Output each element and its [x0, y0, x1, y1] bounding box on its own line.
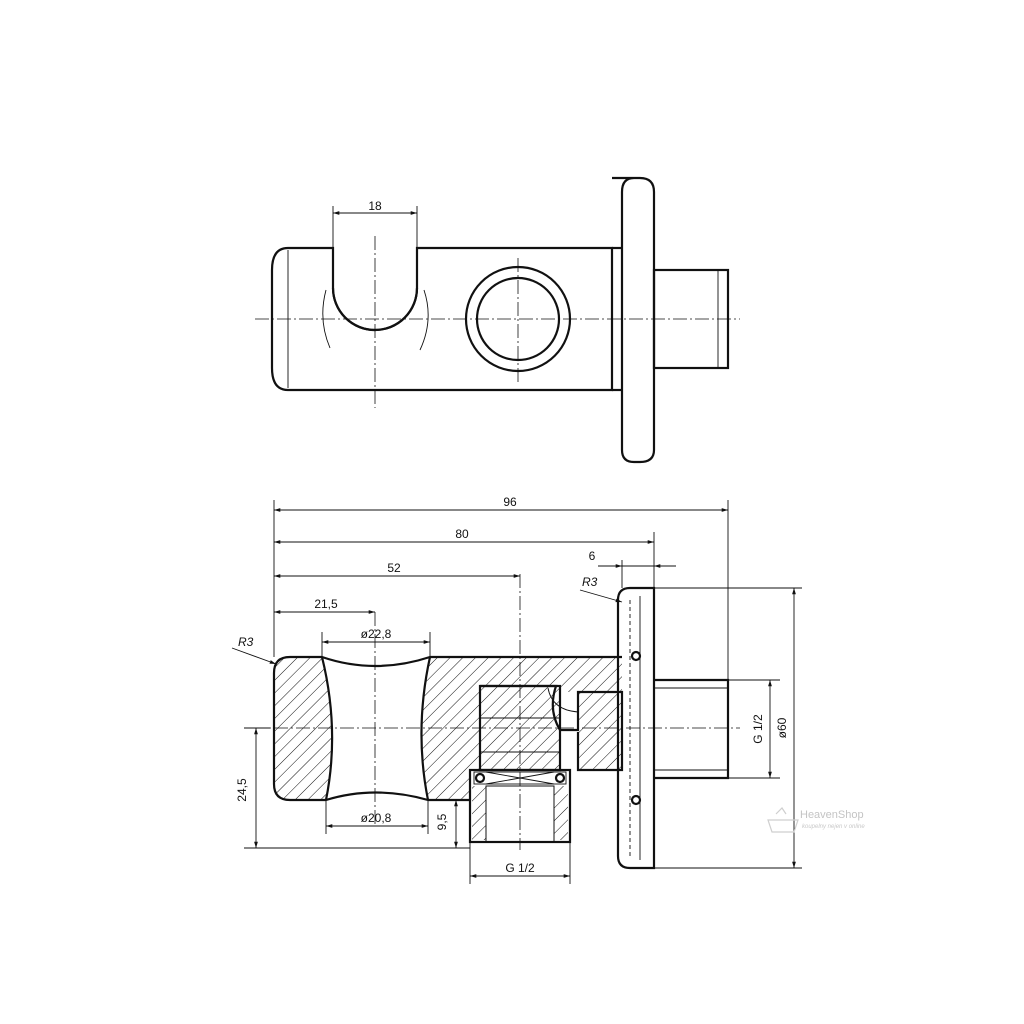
dim-axis-height: 24,5	[235, 778, 249, 802]
dim-radius-flange: R3	[582, 575, 598, 589]
dim-side-thread: G 1/2	[751, 714, 765, 744]
dim-radius-left: R3	[238, 635, 254, 649]
section-view: 96 80 52 21,5 6 R3 R3 ø22,8 ø20,8	[231, 495, 802, 884]
bottom-outlet-hatch-left	[472, 786, 486, 840]
dim-flange-thickness: 6	[589, 549, 596, 563]
top-slot-arc-edge	[322, 289, 429, 351]
watermark-brand: HeavenShop	[800, 809, 864, 821]
section-flange	[616, 586, 656, 870]
dim-bottom-thread: G 1/2	[505, 861, 535, 875]
dim-holder-top-diameter: ø22,8	[361, 627, 392, 641]
section-thread-stub	[654, 678, 730, 780]
watermark-tagline: koupelny nejen v online	[802, 824, 865, 830]
top-flange	[612, 176, 656, 464]
watermark-logo-icon	[767, 807, 799, 833]
holder-right-curve	[420, 656, 432, 801]
dim-outlet-center: 52	[387, 561, 401, 575]
section-body-hatch	[274, 657, 622, 800]
watermark: HeavenShop koupelny nejen v online	[767, 807, 865, 833]
holder-left-curve	[320, 656, 334, 801]
internal-cavity	[480, 684, 624, 772]
dim-overall-length: 96	[503, 495, 517, 509]
section-body-outline	[272, 655, 622, 802]
dim-holder-center: 21,5	[314, 597, 338, 611]
top-view: 18	[255, 176, 740, 464]
dim-slot-width: 18	[368, 199, 382, 213]
bottom-outlet-hatch-right	[554, 786, 568, 840]
dim-flange-diameter: ø60	[775, 717, 789, 738]
dim-body-to-flange: 80	[455, 527, 469, 541]
dim-holder-bottom-diameter: ø20,8	[361, 811, 392, 825]
dim-outlet-depth: 9,5	[435, 813, 449, 830]
